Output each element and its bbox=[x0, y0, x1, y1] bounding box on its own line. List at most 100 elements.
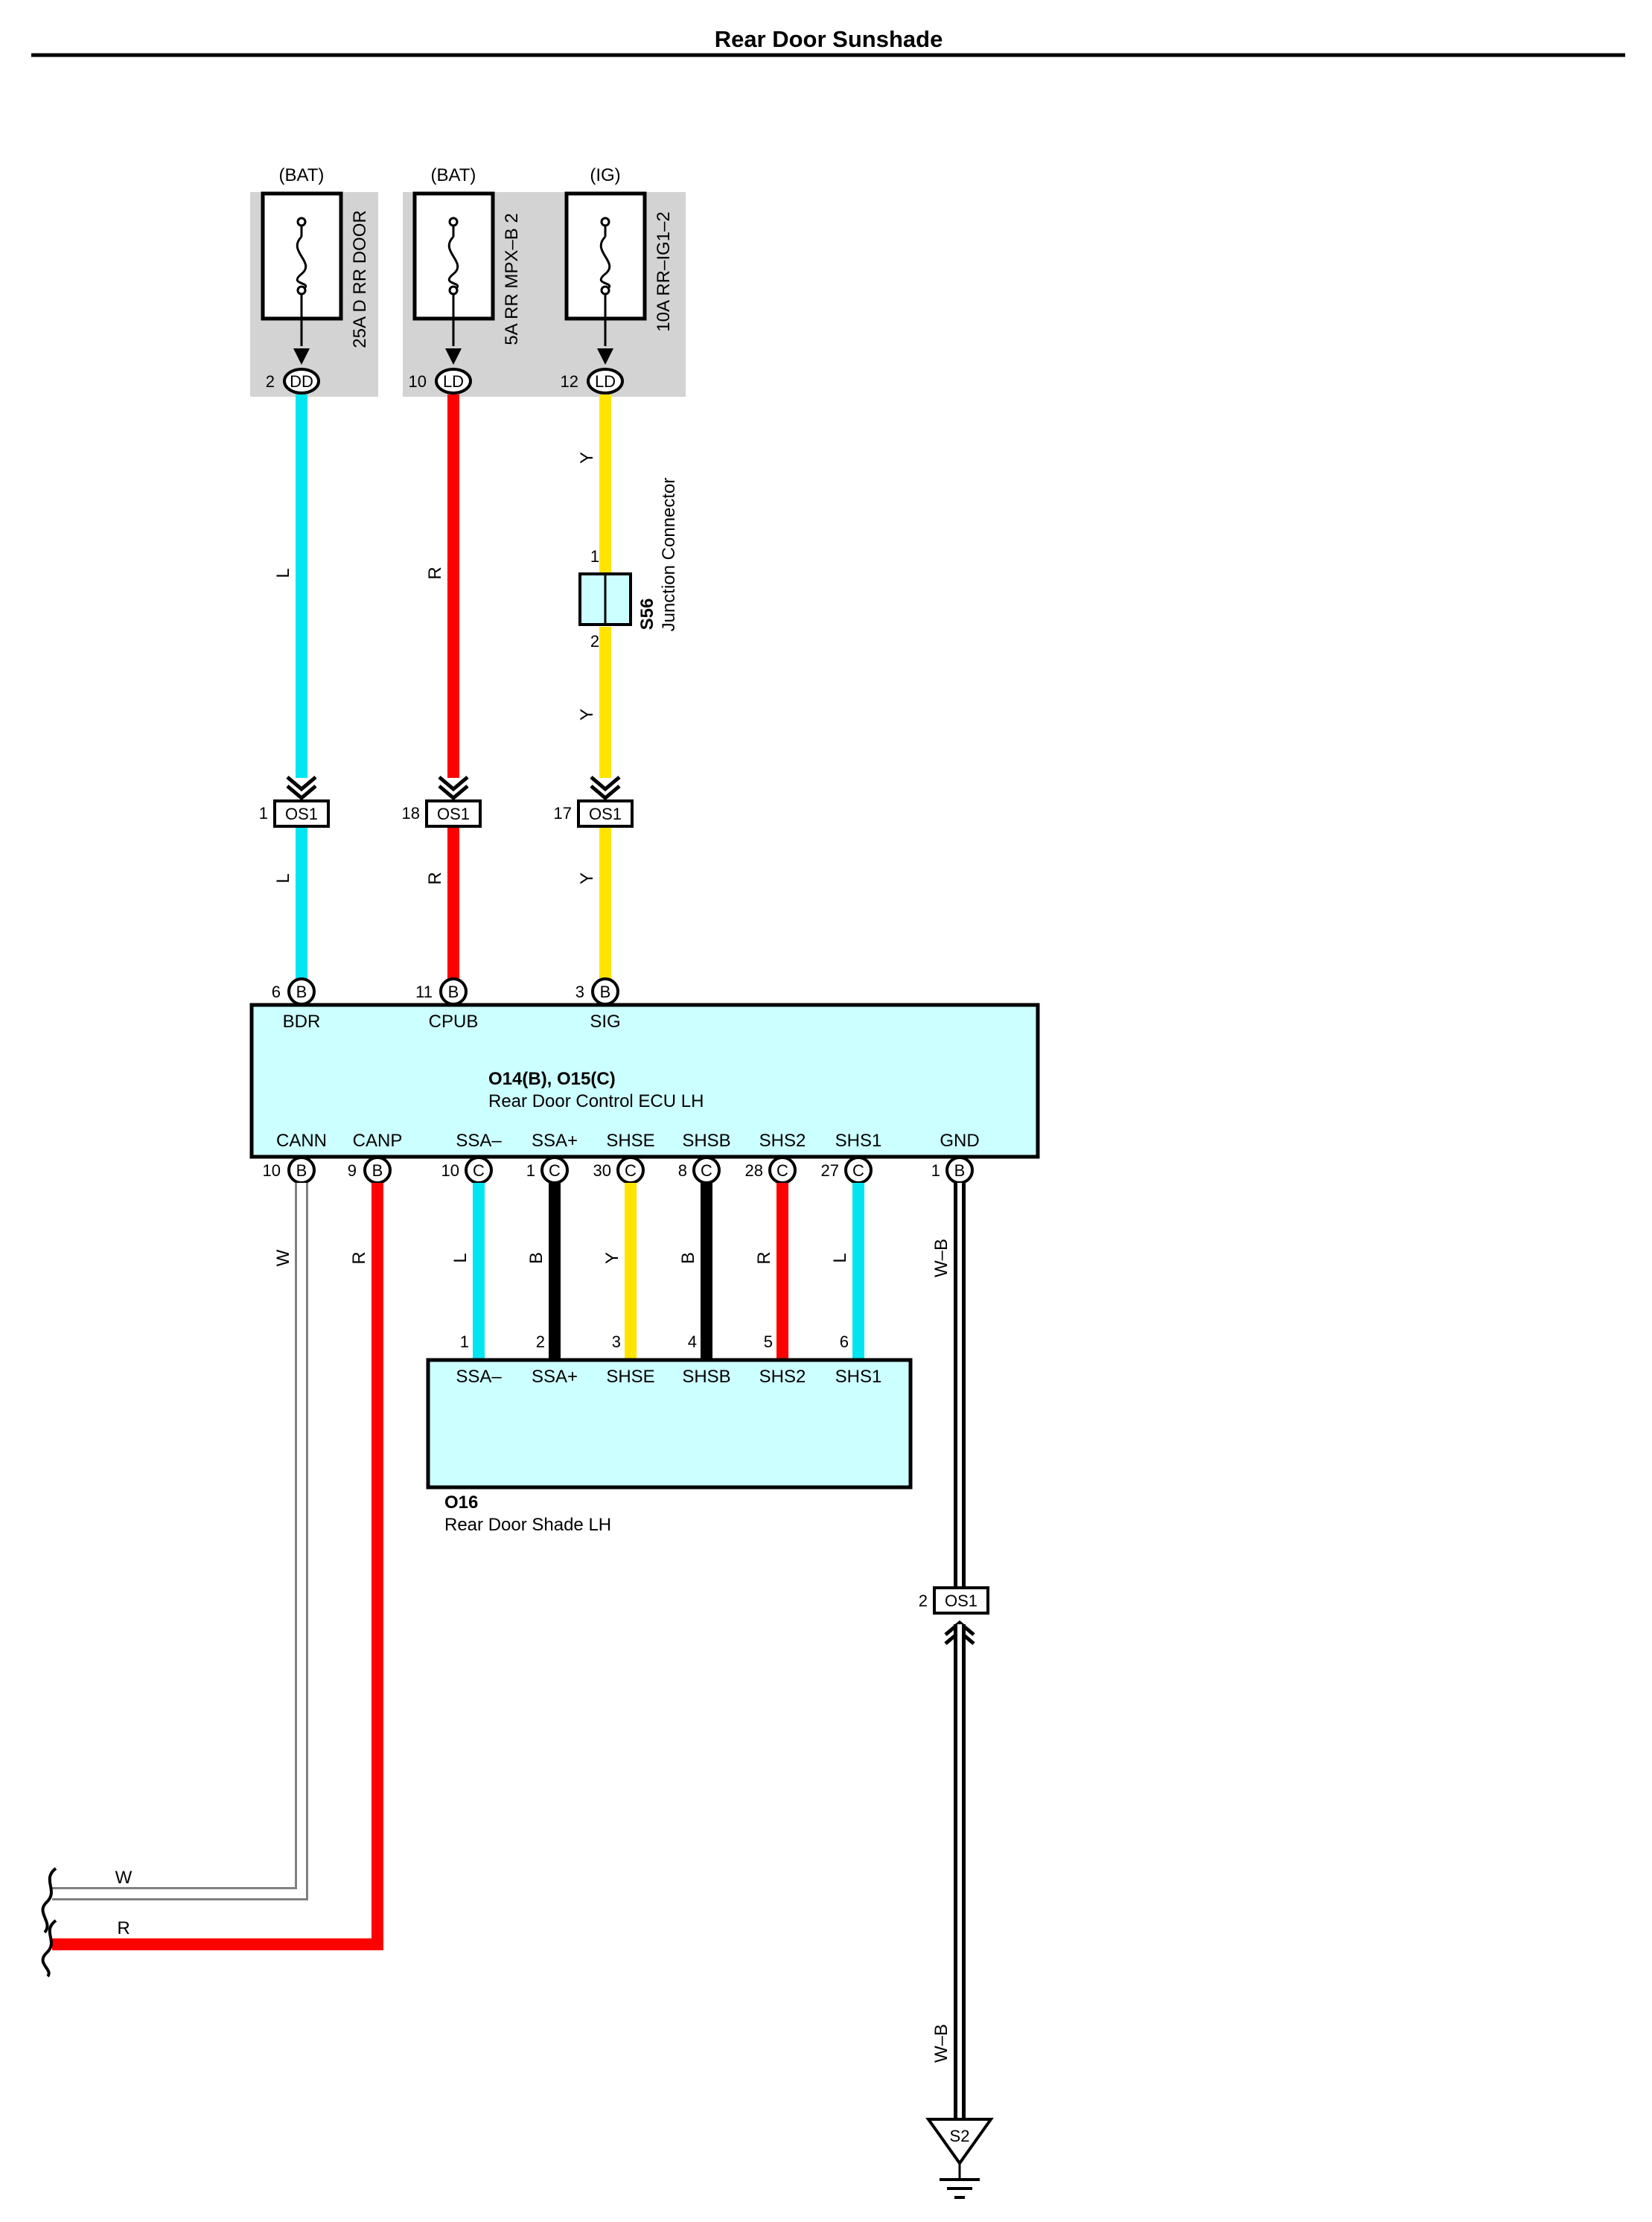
pin-number: 1 bbox=[931, 1161, 940, 1180]
pin-number: 2 bbox=[536, 1332, 545, 1351]
ecu-bottom-pin-gnd: GND 1 B bbox=[931, 1131, 980, 1184]
ecu-bottom-pin-cann: CANN 10 B bbox=[263, 1131, 327, 1184]
ecu-box bbox=[249, 1003, 1040, 1159]
pin-number: 6 bbox=[840, 1332, 849, 1351]
ecu-top-pin-sig: 3 B SIG bbox=[575, 977, 621, 1032]
fuse-connector bbox=[587, 368, 624, 395]
junction-connector-s56: 1 2 S56 Junction Connector bbox=[578, 478, 679, 651]
pin-connector-code: C bbox=[852, 1161, 864, 1180]
ecu-bottom-pin-shse: SHSE 30 C bbox=[593, 1131, 655, 1184]
pin-label: CPUB bbox=[429, 1012, 479, 1032]
pin-number: 6 bbox=[272, 983, 281, 1001]
pin-label: CANN bbox=[276, 1131, 327, 1151]
pin-label: SHS2 bbox=[759, 1131, 806, 1151]
pin-number: 1 bbox=[526, 1161, 535, 1180]
pin-connector-code: C bbox=[549, 1161, 561, 1180]
ecu-id: O14(B), O15(C) bbox=[488, 1069, 616, 1089]
pin-connector-code: C bbox=[625, 1161, 637, 1180]
ecu-name: Rear Door Control ECU LH bbox=[488, 1091, 704, 1111]
pin-label: SSA+ bbox=[532, 1131, 578, 1151]
pin-label: SHSB bbox=[682, 1131, 730, 1151]
junction-pin-number: 1 bbox=[590, 547, 599, 566]
wire-color-label: L bbox=[273, 873, 293, 883]
pin-connector-code: B bbox=[296, 983, 307, 1001]
junction-pin-number: 2 bbox=[590, 632, 599, 651]
os1-connector-sig: 17 OS1 bbox=[554, 777, 634, 828]
wire-canp bbox=[52, 1183, 383, 1950]
wire-color-label: B bbox=[678, 1252, 698, 1264]
os1-connector-cpub: 18 OS1 bbox=[402, 777, 482, 828]
pin-number: 3 bbox=[575, 983, 584, 1001]
os1-connector-code: OS1 bbox=[945, 1592, 978, 1610]
fuse-pin-number: 12 bbox=[561, 372, 578, 391]
os1-connector-code: OS1 bbox=[589, 805, 622, 823]
pin-number: 27 bbox=[821, 1161, 839, 1180]
fuse-connector-code: LD bbox=[443, 372, 464, 391]
fuse-name: 25A D RR DOOR bbox=[350, 210, 370, 348]
pin-number: 10 bbox=[263, 1161, 281, 1180]
os1-pin-number: 18 bbox=[402, 804, 420, 823]
os1-pin-number: 2 bbox=[919, 1592, 928, 1610]
pin-number: 5 bbox=[764, 1332, 773, 1351]
ecu-top-pin-bdr: 6 B BDR bbox=[272, 977, 321, 1032]
pin-connector-code: B bbox=[954, 1161, 966, 1180]
pin-connector-code: B bbox=[600, 983, 611, 1001]
os1-pin-number: 1 bbox=[259, 804, 268, 823]
os1-connector-bdr: 1 OS1 bbox=[259, 777, 330, 828]
pin-number: 4 bbox=[688, 1332, 697, 1351]
pin-label: SHSE bbox=[606, 1131, 654, 1151]
shade-id: O16 bbox=[444, 1492, 478, 1513]
pin-number: 1 bbox=[460, 1332, 469, 1351]
pin-connector-code: B bbox=[372, 1161, 383, 1180]
pin-number: 3 bbox=[612, 1332, 621, 1351]
fuse-source-label: (BAT) bbox=[279, 165, 325, 185]
pin-label: CANP bbox=[353, 1131, 403, 1151]
wire-color-label: R bbox=[754, 1251, 774, 1264]
pin-label: SHS1 bbox=[835, 1367, 882, 1387]
pin-label: SSA– bbox=[456, 1131, 502, 1151]
os1-connector-gnd: 2 OS1 bbox=[919, 1586, 989, 1645]
wire-color-label: L bbox=[273, 568, 293, 578]
fuse-pin-number: 10 bbox=[409, 372, 427, 391]
pin-number: 28 bbox=[745, 1161, 763, 1180]
fuse-connector bbox=[435, 368, 472, 395]
page-title: Rear Door Sunshade bbox=[715, 26, 943, 52]
ecu-bottom-pin-shs1: SHS1 27 C bbox=[821, 1131, 882, 1184]
shade-pins: 1 2 3 4 5 6 SSA– SSA+ SHSE SHSB SHS2 SHS… bbox=[456, 1332, 881, 1387]
fuse-pin-number: 2 bbox=[266, 372, 275, 391]
pin-connector-code: B bbox=[448, 983, 459, 1001]
shade-box bbox=[426, 1358, 913, 1490]
pin-label: BDR bbox=[283, 1012, 321, 1032]
pin-connector-code: B bbox=[296, 1161, 307, 1180]
fuse-rr-ig1-2: (IG) 10A RR–IG1–2 12 LD bbox=[561, 165, 674, 395]
pin-number: 30 bbox=[593, 1161, 611, 1180]
wire-color-label: R bbox=[425, 566, 445, 579]
os1-pin-number: 17 bbox=[554, 804, 572, 823]
pin-label: SHS2 bbox=[759, 1367, 806, 1387]
pin-number: 8 bbox=[678, 1161, 687, 1180]
pin-label: SHSB bbox=[682, 1367, 730, 1387]
wire-color-label: Y bbox=[577, 709, 597, 721]
pin-label: SHSE bbox=[606, 1367, 654, 1387]
wire-color-label: Y bbox=[577, 872, 597, 884]
pin-label: SIG bbox=[590, 1012, 620, 1032]
ecu-top-pin-cpub: 11 B CPUB bbox=[415, 977, 479, 1032]
wire-color-label: R bbox=[117, 1918, 130, 1938]
wire-color-label: L bbox=[450, 1253, 471, 1262]
wire-color-label: R bbox=[349, 1251, 369, 1264]
wire-color-label: L bbox=[830, 1253, 850, 1262]
wire-color-label: Y bbox=[602, 1252, 622, 1264]
os1-connector-code: OS1 bbox=[285, 805, 318, 823]
fuse-connector-code: LD bbox=[595, 372, 616, 391]
ecu-bottom-pin-canp: CANP 9 B bbox=[348, 1131, 403, 1184]
wire-color-label: Y bbox=[577, 452, 597, 464]
pin-connector-code: C bbox=[701, 1161, 712, 1180]
pin-label: SHS1 bbox=[835, 1131, 882, 1151]
wire-color-label: W bbox=[115, 1868, 133, 1888]
wire-color-label: W–B bbox=[931, 1239, 951, 1277]
ground-id: S2 bbox=[950, 2127, 970, 2145]
fuse-source-label: (IG) bbox=[590, 165, 620, 185]
wire-cann bbox=[52, 1183, 308, 1900]
junction-id: S56 bbox=[637, 598, 657, 630]
